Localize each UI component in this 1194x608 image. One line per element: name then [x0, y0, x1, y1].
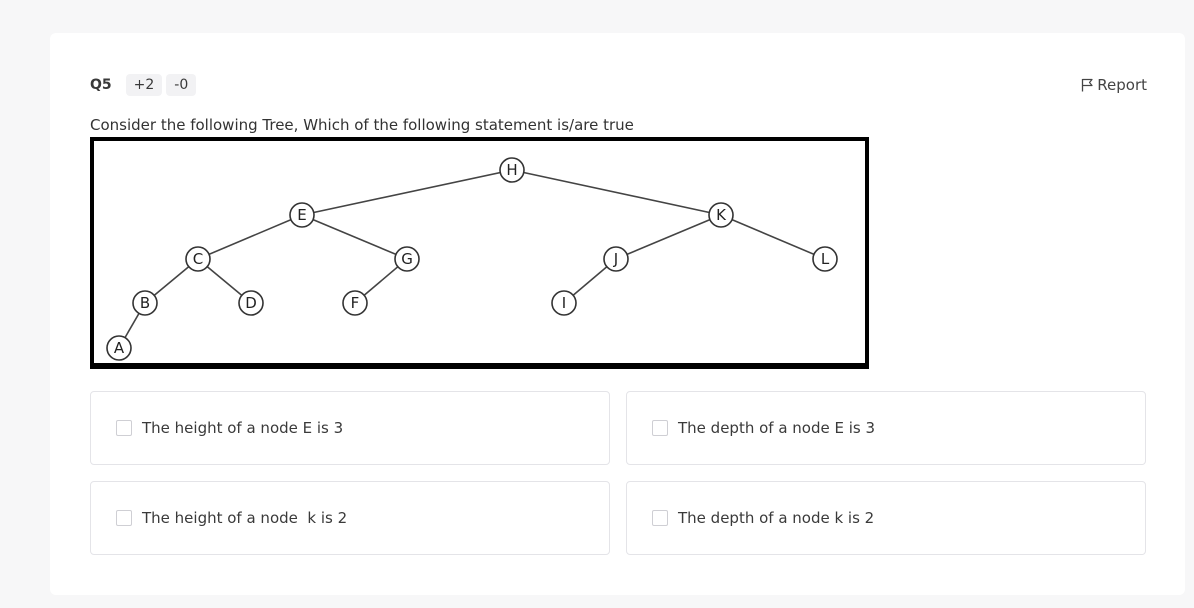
tree-node-E: E — [289, 202, 315, 228]
tree-edge-E-G — [301, 214, 408, 260]
tree-diagram: H E K C G J L B D F I A — [90, 137, 869, 369]
option-2[interactable]: The depth of a node E is 3 — [626, 391, 1146, 465]
question-text: Consider the following Tree, Which of th… — [90, 116, 634, 134]
tree-node-label-L: L — [821, 250, 830, 268]
tree-node-label-A: A — [114, 339, 125, 357]
option-4-checkbox[interactable] — [652, 510, 668, 526]
question-number: Q5 — [90, 77, 112, 93]
tree-node-B: B — [132, 290, 158, 316]
tree-edge-H-E — [301, 169, 513, 216]
tree-node-label-F: F — [351, 294, 360, 312]
option-4[interactable]: The depth of a node k is 2 — [626, 481, 1146, 555]
option-3-checkbox[interactable] — [116, 510, 132, 526]
option-2-label: The depth of a node E is 3 — [678, 419, 876, 437]
tree-node-label-B: B — [140, 294, 150, 312]
option-1[interactable]: The height of a node E is 3 — [90, 391, 610, 465]
tree-node-label-E: E — [297, 206, 306, 224]
option-3-label: The height of a node k is 2 — [142, 509, 348, 527]
tree-node-D: D — [238, 290, 264, 316]
tree-node-A: A — [106, 335, 132, 361]
tree-node-label-C: C — [193, 250, 203, 268]
tree-edge-H-K — [511, 169, 722, 216]
option-4-label: The depth of a node k is 2 — [678, 509, 875, 527]
tree-node-label-G: G — [401, 250, 413, 268]
report-label: Report — [1097, 76, 1147, 94]
option-1-checkbox[interactable] — [116, 420, 132, 436]
tree-node-F: F — [342, 290, 368, 316]
option-1-label: The height of a node E is 3 — [142, 419, 344, 437]
option-3[interactable]: The height of a node k is 2 — [90, 481, 610, 555]
tree-node-K: K — [708, 202, 734, 228]
tree-node-C: C — [185, 246, 211, 272]
tree-edge-K-L — [720, 214, 826, 260]
tree-node-label-K: K — [716, 206, 727, 224]
question-card: Q5 +2 -0 Report Consider the following T… — [50, 33, 1185, 595]
positive-marks-badge: +2 — [125, 74, 163, 96]
negative-marks-badge: -0 — [166, 74, 197, 96]
tree-edge-K-J — [615, 214, 722, 260]
question-header: Q5 +2 -0 — [90, 73, 200, 97]
tree-node-I: I — [551, 290, 577, 316]
flag-icon — [1082, 78, 1093, 92]
tree-node-H: H — [499, 157, 525, 183]
option-2-checkbox[interactable] — [652, 420, 668, 436]
report-button[interactable]: Report — [1081, 76, 1147, 94]
tree-svg: H E K C G J L B D F I A — [106, 157, 838, 361]
tree-node-label-J: J — [613, 250, 618, 268]
tree-node-label-H: H — [506, 161, 517, 179]
tree-node-G: G — [394, 246, 420, 272]
tree-node-J: J — [603, 246, 629, 272]
tree-edge-E-C — [197, 214, 303, 260]
tree-node-L: L — [812, 246, 838, 272]
tree-node-label-D: D — [245, 294, 257, 312]
tree-node-label-I: I — [562, 294, 566, 312]
